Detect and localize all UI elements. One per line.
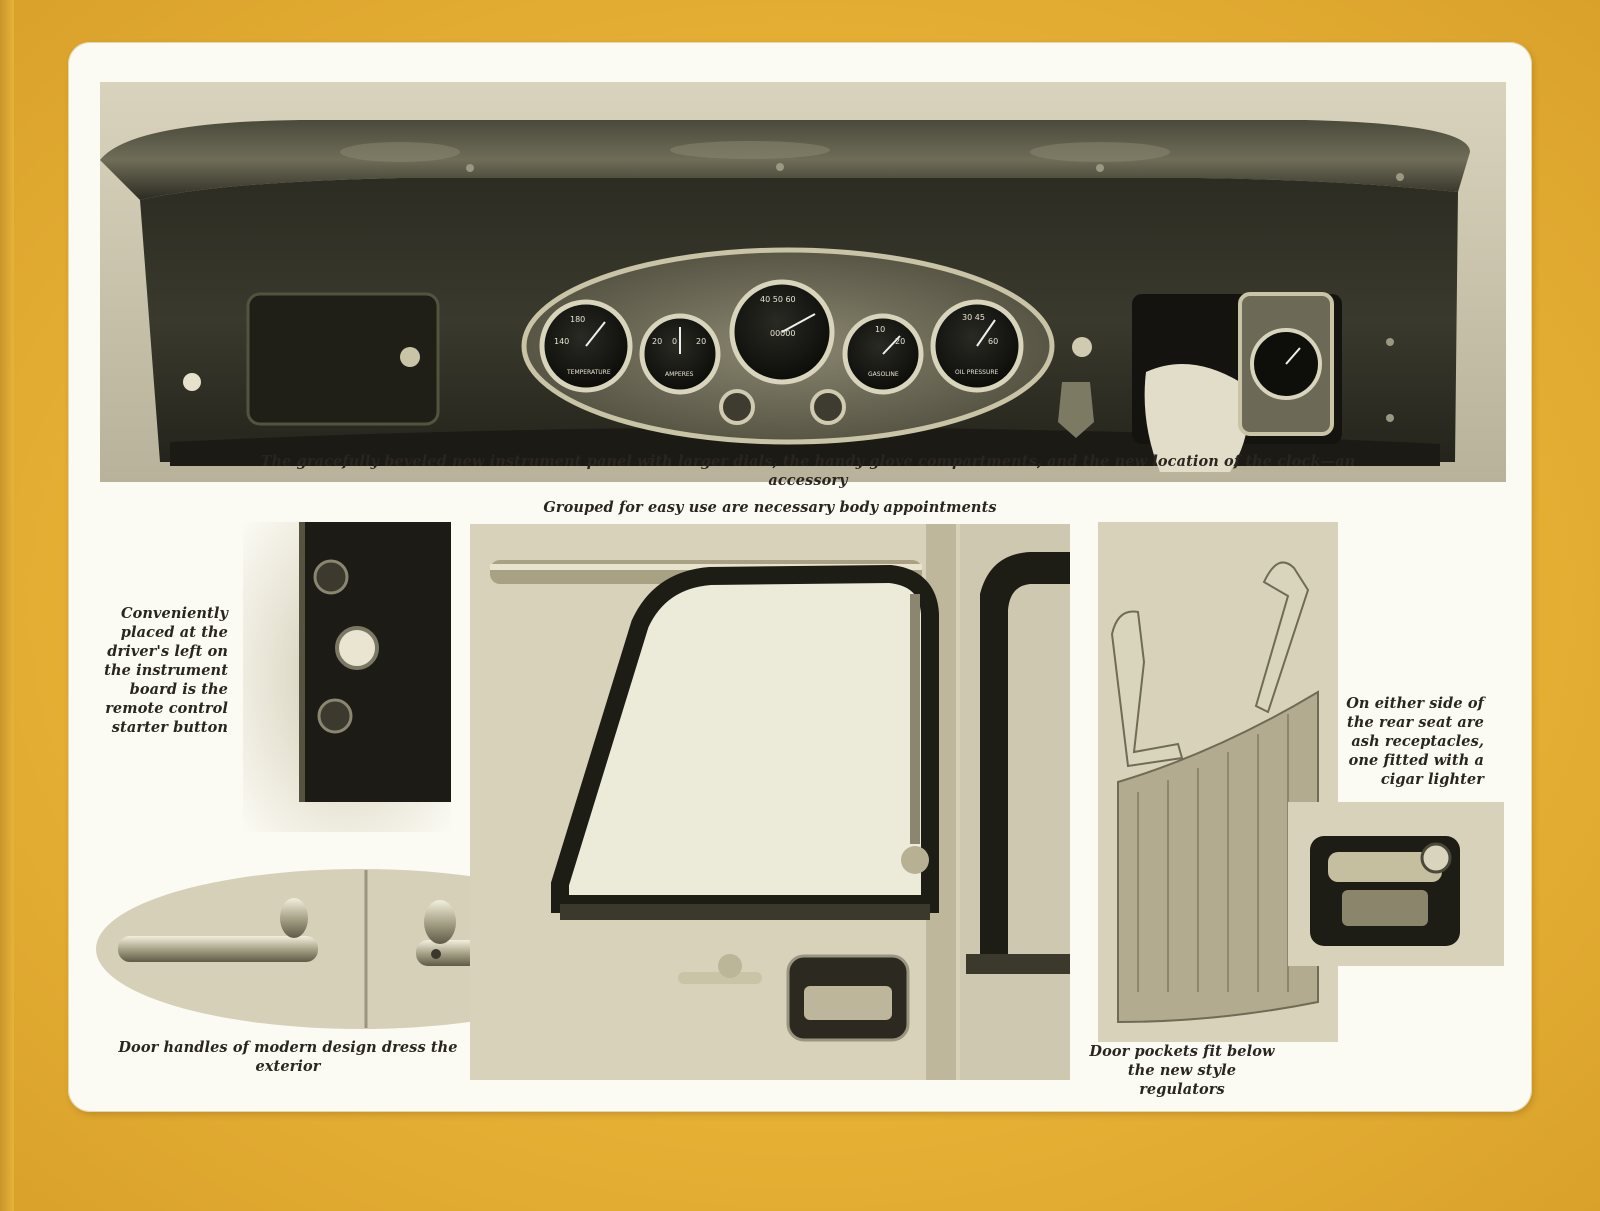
instrument-panel-caption: The gracefully beveled new instrument pa… bbox=[260, 453, 1356, 489]
svg-text:40 50 60: 40 50 60 bbox=[760, 295, 796, 304]
starter-button-caption: Conveniently placed at the driver's left… bbox=[104, 605, 228, 736]
door-handles-caption: Door handles of modern design dress the … bbox=[118, 1039, 458, 1075]
temperature-gauge-label: TEMPERATURE bbox=[566, 369, 611, 376]
svg-text:10: 10 bbox=[875, 325, 885, 334]
starter-button-photo bbox=[243, 522, 451, 832]
starter-button-illustration bbox=[243, 522, 451, 832]
svg-text:20: 20 bbox=[696, 337, 706, 346]
door-interior-illustration bbox=[470, 524, 1070, 1080]
door-pockets-caption: Door pockets fit below the new style reg… bbox=[1089, 1043, 1275, 1098]
gasoline-gauge-label: GASOLINE bbox=[868, 371, 899, 378]
oil-pressure-gauge-label: OIL PRESSURE bbox=[955, 369, 998, 376]
svg-text:20: 20 bbox=[652, 337, 662, 346]
svg-text:60: 60 bbox=[988, 337, 998, 346]
svg-text:30 45: 30 45 bbox=[962, 313, 985, 322]
svg-text:180: 180 bbox=[570, 315, 585, 324]
amperes-gauge-label: AMPERES bbox=[665, 371, 694, 378]
svg-text:20: 20 bbox=[895, 337, 905, 346]
ash-receptacles-caption: On either side of the rear seat are ash … bbox=[1346, 695, 1484, 788]
svg-text:140: 140 bbox=[554, 337, 569, 346]
body-appointments-caption: Grouped for easy use are necessary body … bbox=[543, 499, 997, 516]
svg-text:0: 0 bbox=[672, 337, 677, 346]
ash-receptacle-photo bbox=[1288, 802, 1504, 966]
door-interior-photo bbox=[470, 524, 1070, 1080]
svg-text:00000: 00000 bbox=[770, 329, 795, 338]
ash-receptacle-illustration bbox=[1288, 802, 1504, 966]
